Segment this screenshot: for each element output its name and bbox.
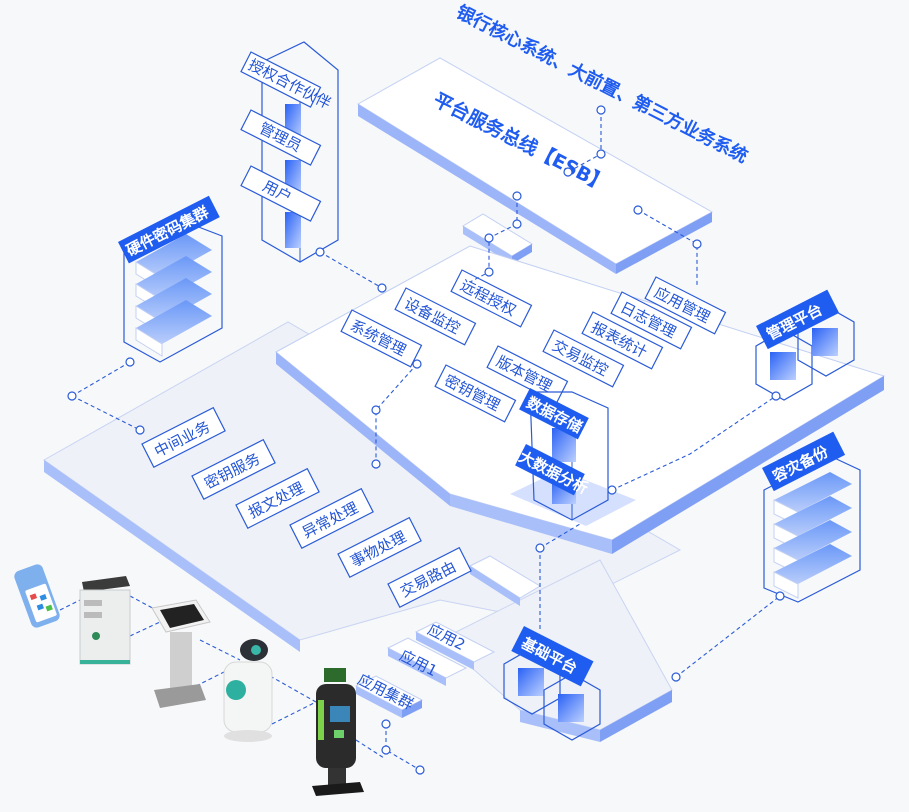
terminal-links [59, 595, 385, 759]
esb-connector-block [462, 213, 533, 264]
server-shelf [773, 544, 852, 599]
disaster-backup [763, 455, 861, 603]
cube [797, 305, 855, 377]
hsm-cluster [123, 217, 223, 363]
pos-handheld-icon [14, 564, 60, 628]
identity-user-label: 用户 [240, 165, 322, 222]
management-platform-cubes [755, 305, 855, 401]
base-platform-cubes [503, 647, 601, 741]
cube [755, 329, 813, 401]
self-service-kiosk-icon [79, 576, 131, 665]
app-cluster: 应用集群 [355, 670, 424, 718]
service-floor [43, 321, 682, 652]
svg-text:授权合作伙伴: 授权合作伙伴 [245, 56, 333, 113]
identity-admin-label: 管理员 [240, 109, 322, 166]
smart-kiosk-stand-icon [151, 599, 211, 708]
esb-slab [357, 57, 714, 274]
connector-nodes [67, 105, 785, 775]
atm-machine-icon [312, 668, 364, 796]
server-shelf [135, 300, 212, 357]
service-robot-icon [223, 639, 273, 742]
app-2: 应用2 [414, 620, 496, 670]
